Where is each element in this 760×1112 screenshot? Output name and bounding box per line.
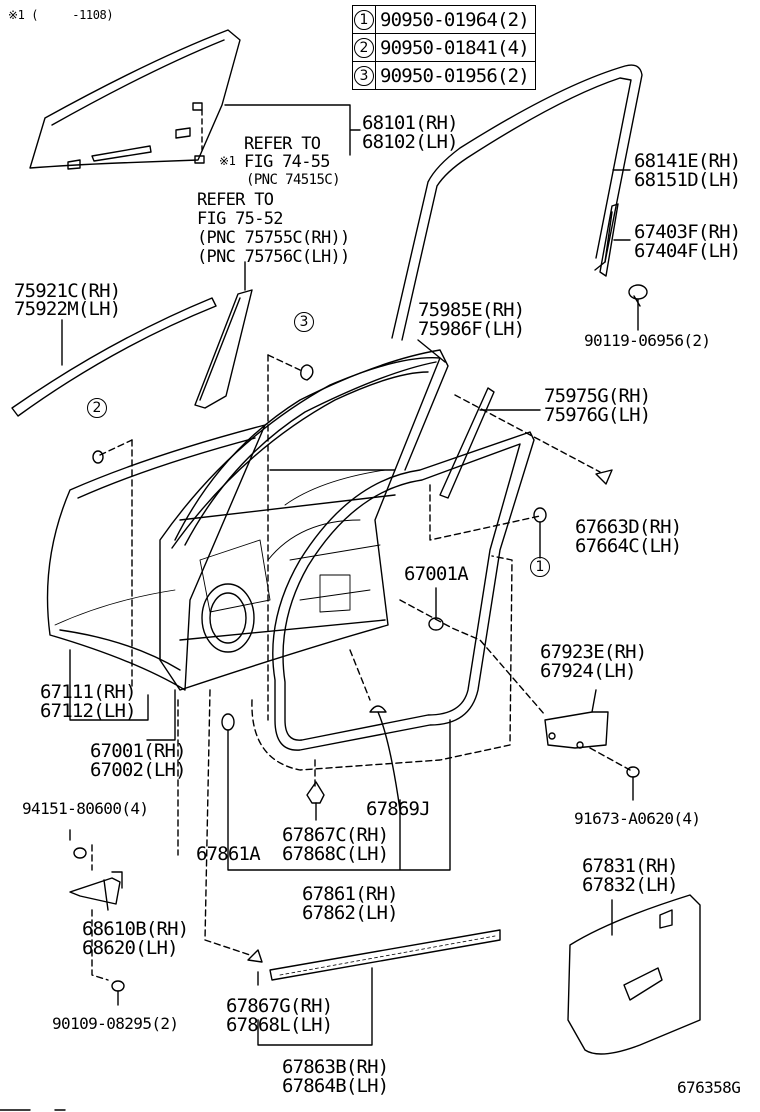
screw-91673 [626, 766, 640, 801]
division-bar [599, 203, 619, 277]
label-67664: 67664C(LH) [575, 535, 682, 557]
label-68151: 68151D(LH) [634, 169, 741, 191]
label-90109: 90109-08295(2) [52, 1014, 179, 1033]
door-weatherstrip [272, 431, 535, 751]
ref-glass-mark: ※1 [219, 154, 236, 168]
label-67002: 67002(LH) [90, 759, 187, 781]
glass-label-leader [224, 104, 361, 156]
label-91673: 91673-A0620(4) [574, 809, 701, 828]
clip-67867C [306, 781, 325, 821]
window-frame-molding [391, 64, 643, 341]
header-note: ※1 ( -1108) [8, 8, 114, 22]
panel-leader [69, 649, 149, 721]
belt-molding-outer [11, 297, 217, 417]
fastener-legend-table: 1 90950-01964(2) 2 90950-01841(4) 3 9095… [352, 5, 536, 90]
label-68620: 68620(LH) [82, 937, 179, 959]
clip-67869J [369, 705, 401, 811]
label-67403: 67403F(RH) [634, 221, 741, 243]
legend-part-no: 90950-01956(2) [375, 61, 536, 90]
clip-67663 [595, 469, 613, 485]
callout-marker: 1 [354, 10, 374, 30]
callout-marker: 3 [354, 66, 374, 86]
label-67867G: 67867G(RH) [226, 995, 333, 1017]
label-75922: 75922M(LH) [14, 298, 121, 320]
check-bracket-67923 [544, 689, 609, 749]
label-68610: 68610B(RH) [82, 918, 189, 940]
pillar-garnish [194, 289, 253, 409]
label-67112: 67112(LH) [40, 700, 137, 722]
label-67868L: 67868L(LH) [226, 1014, 333, 1036]
label-75976: 75976G(LH) [544, 404, 651, 426]
run-channel [439, 387, 541, 499]
legend-part-no: 90950-01841(4) [375, 33, 536, 62]
bolt-90119 [628, 284, 648, 331]
label-75921: 75921C(RH) [14, 280, 121, 302]
label-67861A: 67861A [196, 843, 261, 865]
legend-part-no: 90950-01964(2) [375, 5, 536, 34]
ref-glass-pnc: (PNC 74515C) [246, 172, 341, 188]
label-67862: 67862(LH) [302, 902, 399, 924]
callout-marker: 2 [354, 38, 374, 58]
frame-leader [146, 689, 176, 741]
label-67832: 67832(LH) [582, 874, 679, 896]
door-glass [29, 29, 241, 170]
label-67923: 67923E(RH) [540, 641, 647, 663]
glass-clip [194, 155, 205, 164]
ref-garnish-line2: FIG 75-52 [197, 209, 284, 229]
callout-2: 2 [87, 398, 107, 418]
label-68141: 68141E(RH) [634, 150, 741, 172]
figure-id: 676358G [677, 1078, 741, 1097]
ref-glass-line2: FIG 74-55 [244, 152, 331, 172]
dashed-leaders [91, 354, 631, 981]
frame-dashed-outline [251, 555, 513, 771]
label-90119: 90119-06956(2) [584, 331, 711, 350]
label-68102: 68102(LH) [362, 131, 459, 153]
ref-garnish-pnc1: (PNC 75755C(RH)) [197, 228, 350, 248]
label-67001A: 67001A [404, 563, 469, 585]
legend-row: 1 90950-01964(2) [352, 5, 536, 34]
label-67924: 67924(LH) [540, 660, 637, 682]
door-weatherstrip-upper [174, 349, 449, 546]
callout-parts [92, 364, 547, 559]
door-check [69, 871, 123, 911]
ref-glass-line1: REFER TO [244, 134, 321, 154]
label-67867C: 67867C(RH) [282, 824, 389, 846]
door-outer-panel [46, 424, 266, 691]
clip-67867G [247, 949, 263, 963]
label-94151: 94151-80600(4) [22, 799, 149, 818]
label-75975: 75975G(RH) [544, 385, 651, 407]
label-67831: 67831(RH) [582, 855, 679, 877]
bolt-94151 [69, 829, 87, 859]
legend-row: 3 90950-01956(2) [352, 61, 536, 90]
legend-row: 2 90950-01841(4) [352, 33, 536, 62]
ref-garnish-pnc2: (PNC 75756C(LH)) [197, 247, 350, 267]
label-67863: 67863B(RH) [282, 1056, 389, 1078]
rocker-weatherstrip [257, 929, 501, 1046]
ws-bottom-leader [227, 719, 451, 871]
label-67861: 67861(RH) [302, 883, 399, 905]
label-75985: 75985E(RH) [418, 299, 525, 321]
callout-3: 3 [294, 312, 314, 332]
label-67868C: 67868C(LH) [282, 843, 389, 865]
callout-1: 1 [530, 557, 550, 577]
label-67404: 67404F(LH) [634, 240, 741, 262]
door-inner-frame [159, 357, 441, 691]
clip-67001A [428, 587, 444, 631]
label-67864: 67864B(LH) [282, 1075, 389, 1097]
service-hole-cover [567, 894, 701, 1055]
label-68101: 68101(RH) [362, 112, 459, 134]
bolt-90109 [111, 980, 125, 1006]
ref-garnish-line1: REFER TO [197, 190, 274, 210]
label-67869J: 67869J [366, 798, 431, 820]
clip-67861A [221, 713, 235, 731]
label-67111: 67111(RH) [40, 681, 137, 703]
label-67001: 67001(RH) [90, 740, 187, 762]
label-67663: 67663D(RH) [575, 516, 682, 538]
label-75986: 75986F(LH) [418, 318, 525, 340]
